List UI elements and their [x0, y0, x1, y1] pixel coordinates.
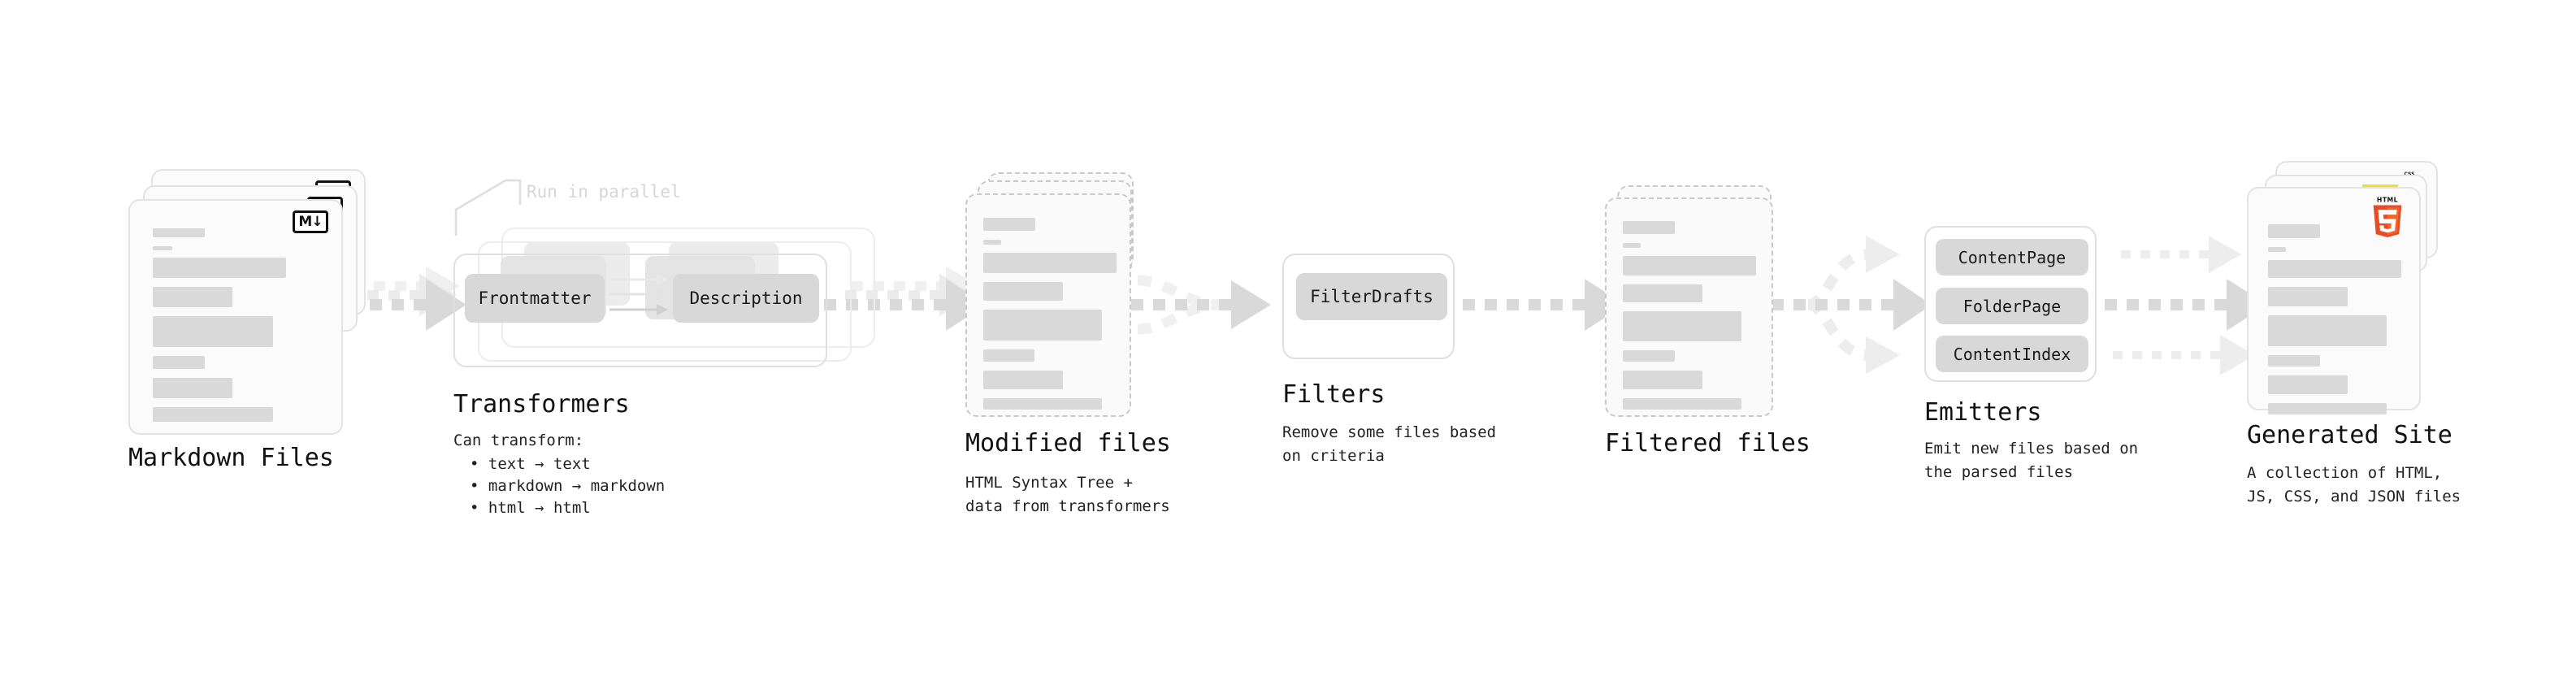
content-bar	[153, 378, 232, 398]
content-bar	[153, 287, 232, 307]
content-bar	[1623, 284, 1702, 302]
transformers-bullet-3: • html → html	[470, 499, 591, 517]
emitter-pill-contentindex[interactable]: ContentIndex	[1936, 336, 2088, 372]
arrow-emitters-to-site	[2105, 236, 2267, 375]
file-content-rows	[2268, 224, 2401, 423]
file-content-rows	[1623, 221, 1756, 419]
arrow-transformers-to-modified	[824, 267, 987, 331]
content-bar	[983, 240, 1001, 245]
file-content-rows	[153, 228, 319, 431]
svg-text:CSS: CSS	[2405, 171, 2415, 177]
run-in-parallel-callout	[454, 179, 522, 236]
markdown-icon: M↓	[293, 210, 328, 233]
stage-heading-markdown-files: Markdown Files	[128, 444, 334, 472]
emitters-box: ContentPage FolderPage ContentIndex	[1924, 226, 2097, 382]
generated-site-subtitle: A collection of HTML, JS, CSS, and JSON …	[2247, 464, 2461, 505]
content-bar	[1623, 221, 1675, 234]
emitter-pill-contentpage[interactable]: ContentPage	[1936, 239, 2088, 275]
content-bar	[983, 398, 1102, 410]
content-bar	[2268, 224, 2320, 238]
content-bar	[2268, 355, 2320, 367]
stage-heading-modified-files: Modified files	[965, 429, 1171, 458]
content-bar	[2268, 403, 2387, 414]
content-bar	[2268, 260, 2401, 278]
content-bar	[153, 246, 172, 250]
content-bar	[983, 282, 1063, 301]
content-bar	[983, 218, 1035, 231]
html5-icon: HTML	[2373, 197, 2402, 237]
content-bar	[153, 228, 205, 237]
markdown-file-card-front: M↓	[128, 199, 343, 435]
content-bar	[1623, 256, 1756, 275]
transformer-pill-frontmatter[interactable]: Frontmatter	[465, 274, 605, 323]
stage-heading-filters: Filters	[1282, 380, 1386, 409]
content-bar	[153, 407, 273, 422]
filters-subtitle: Remove some files based on criteria	[1282, 423, 1497, 465]
stage-heading-generated-site: Generated Site	[2247, 421, 2452, 449]
content-bar	[1623, 243, 1641, 248]
arrow-filtered-to-emitters	[1772, 236, 1932, 374]
content-bar	[2268, 375, 2348, 394]
arrow-modified-to-filters	[1131, 275, 1271, 335]
transformer-inner-arrows	[609, 274, 668, 315]
svg-text:HTML: HTML	[2377, 197, 2398, 204]
content-bar	[983, 349, 1034, 362]
content-bar	[2268, 247, 2286, 252]
content-bar	[983, 371, 1063, 389]
content-bar	[983, 253, 1117, 273]
transformers-bullet-2: • markdown → markdown	[470, 477, 666, 495]
content-bar	[1623, 398, 1741, 410]
content-bar	[153, 356, 205, 369]
modified-file-card-front	[965, 193, 1131, 417]
content-bar	[2268, 315, 2387, 346]
run-in-parallel-note: Run in parallel	[527, 182, 681, 202]
transformer-pill-description[interactable]: Description	[673, 274, 819, 323]
transformers-bullet-1: • text → text	[470, 455, 591, 473]
emitter-pill-folderpage[interactable]: FolderPage	[1936, 288, 2088, 324]
filter-pill-filterdrafts[interactable]: FilterDrafts	[1296, 273, 1447, 320]
modified-files-subtitle: HTML Syntax Tree + data from transformer…	[965, 474, 1170, 515]
stage-heading-emitters: Emitters	[1924, 398, 2042, 427]
content-bar	[2268, 287, 2348, 306]
transformer-card-front: Frontmatter Description	[453, 254, 827, 367]
content-bar	[1623, 371, 1702, 389]
filters-box: FilterDrafts	[1282, 254, 1455, 359]
arrow-filters-to-filtered	[1463, 279, 1625, 331]
transformers-subtitle: Can transform:	[453, 432, 584, 449]
emitters-subtitle: Emit new files based on the parsed files	[1924, 440, 2139, 481]
content-bar	[1623, 311, 1741, 341]
content-bar	[1623, 350, 1675, 362]
content-bar	[153, 258, 286, 278]
filtered-file-card-front	[1605, 197, 1773, 417]
stage-heading-transformers: Transformers	[453, 390, 630, 419]
generated-file-card-front: HTML	[2247, 187, 2421, 414]
content-bar	[983, 310, 1102, 340]
content-bar	[153, 316, 273, 347]
stage-heading-filtered-files: Filtered files	[1605, 429, 1811, 458]
file-content-rows	[983, 218, 1117, 419]
